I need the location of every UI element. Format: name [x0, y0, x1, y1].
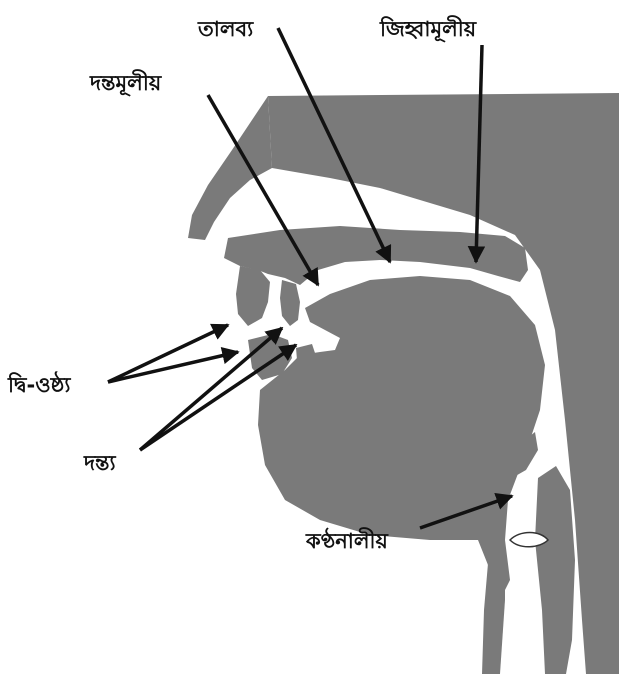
larynx — [535, 466, 575, 674]
vocal-fold-detail — [510, 533, 548, 547]
label-glottal: কণ্ঠনালীয় — [305, 527, 390, 553]
upper-teeth — [280, 280, 300, 326]
pharynx-column — [482, 540, 505, 674]
label-alveolar: দন্তমূলীয় — [89, 69, 163, 96]
label-dental: দন্ত্য — [83, 451, 117, 475]
bilabial-arrow-lower — [108, 352, 238, 382]
bilabial-arrow-upper — [108, 325, 228, 382]
label-velar: জিহ্বামূলীয় — [379, 15, 478, 42]
label-palatal: তালব্য — [197, 17, 254, 41]
upper-lip — [236, 266, 270, 326]
nasal-outline — [188, 96, 272, 240]
label-bilabial: দ্বি-ওষ্ঠ্য — [7, 371, 71, 397]
